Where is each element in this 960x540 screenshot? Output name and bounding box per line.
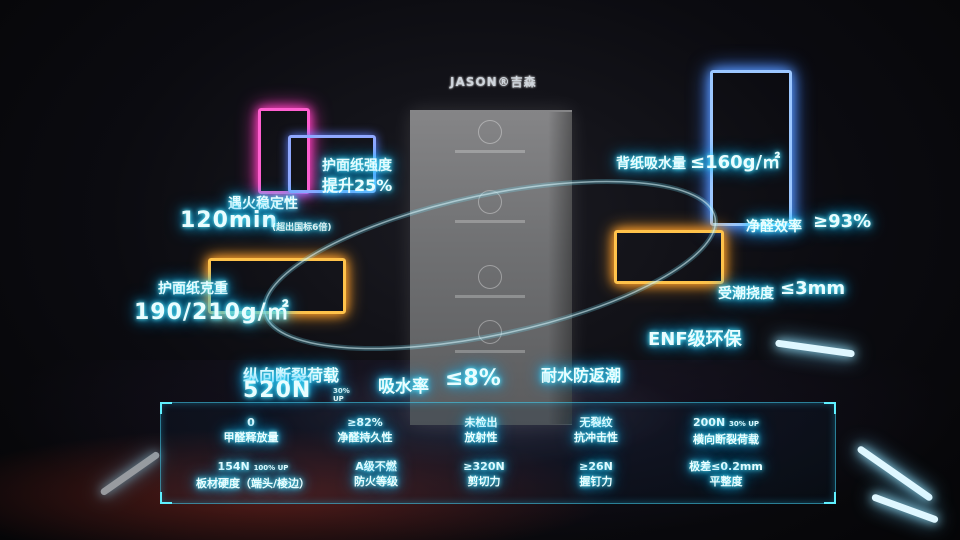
- callout-longitudinal-label: 纵向断裂荷载: [243, 366, 340, 385]
- callout-longitudinal-note: 30% UP: [333, 387, 350, 403]
- board-stamp: [445, 265, 535, 320]
- callout-face-paper-strength-label: 护面纸强度: [322, 158, 392, 174]
- callout-moisture-resist: 耐水防返潮: [541, 366, 622, 385]
- callout-purify-value: ≥93%: [813, 211, 872, 232]
- spec-value: ≥320N: [463, 460, 505, 473]
- panel-corner: [824, 492, 836, 504]
- spec-value: 200N 30% UP: [692, 416, 760, 429]
- callout-deflection-label: 受潮挠度: [718, 286, 774, 302]
- callout-enf: ENF级环保: [648, 329, 742, 350]
- callout-face-paper-weight-value: 190/210g/㎡: [134, 300, 290, 325]
- spec-cell: 154N 100% UP 板材硬度（端头/棱边）: [173, 459, 333, 491]
- panel-corner: [160, 492, 172, 504]
- spec-value: ≥26N: [579, 460, 613, 473]
- neon-frame-blue-left: [288, 135, 376, 193]
- callout-water-absorb-value: ≤8%: [445, 366, 501, 391]
- spec-cell: 200N 30% UP 横向断裂荷载: [661, 415, 791, 447]
- spec-cell: 未检出 放射性: [416, 415, 546, 445]
- spec-value: 极差≤0.2mm: [689, 460, 763, 473]
- callout-back-paper-label: 背纸吸水量: [616, 156, 686, 172]
- callout-water-absorb-label: 吸水率: [378, 377, 429, 397]
- callout-face-paper-weight-label: 护面纸克重: [158, 281, 228, 297]
- spec-label: 板材硬度（端头/棱边）: [195, 477, 311, 490]
- panel-corner: [160, 402, 172, 414]
- spec-label: 剪切力: [467, 475, 501, 488]
- spec-cell: 极差≤0.2mm 平整度: [661, 459, 791, 489]
- callout-purify-label: 净醛效率: [746, 219, 802, 235]
- spec-cell: A级不燃 防火等级: [311, 459, 441, 489]
- panel-corner: [824, 402, 836, 414]
- spec-label: 握钉力: [579, 475, 613, 488]
- spec-label: 防火等级: [354, 475, 398, 488]
- spec-label: 放射性: [464, 431, 498, 444]
- spec-cell: ≥320N 剪切力: [419, 459, 549, 489]
- board-stamp: [445, 320, 535, 375]
- neon-frame-pink: [258, 108, 310, 194]
- spec-cell: ≥82% 净醛持久性: [300, 415, 430, 445]
- callout-fire-stability-label: 遇火稳定性: [228, 196, 298, 212]
- spec-cell: 0 甲醛释放量: [186, 415, 316, 445]
- callout-face-paper-strength-value: 提升25%: [322, 176, 393, 195]
- spec-value: ≥82%: [347, 416, 383, 429]
- spec-label: 横向断裂荷载: [693, 433, 759, 446]
- spec-label: 抗冲击性: [574, 431, 618, 444]
- spec-panel: 0 甲醛释放量 ≥82% 净醛持久性 未检出 放射性 无裂纹 抗冲击性 200N…: [160, 402, 836, 504]
- spec-cell: ≥26N 握钉力: [531, 459, 661, 489]
- neon-frame-gold-left: [208, 258, 346, 314]
- spec-value: 未检出: [464, 416, 498, 429]
- neon-frame-blue-right: [710, 70, 792, 226]
- spec-label: 平整度: [709, 475, 743, 488]
- spec-cell: 无裂纹 抗冲击性: [531, 415, 661, 445]
- board-stamp: [445, 190, 535, 245]
- callout-deflection-value: ≤3mm: [780, 278, 846, 299]
- callout-fire-stability-note: (超出国标6倍): [272, 223, 332, 233]
- callout-fire-stability-value: 120min: [180, 208, 279, 233]
- spec-label: 甲醛释放量: [223, 431, 279, 444]
- board-shadow: [548, 112, 572, 424]
- board-stamp: [445, 120, 535, 175]
- callout-longitudinal-value: 520N: [243, 378, 312, 403]
- spec-value: A级不燃: [355, 460, 397, 473]
- callout-back-paper-value: ≤160g/㎡: [690, 152, 781, 173]
- spec-label: 净醛持久性: [337, 431, 393, 444]
- spec-value: 154N 100% UP: [217, 460, 289, 473]
- brand-logo: JASON®吉森: [450, 75, 537, 89]
- spec-value: 0: [247, 416, 255, 429]
- spec-value: 无裂纹: [579, 416, 613, 429]
- neon-frame-gold-right: [614, 230, 724, 284]
